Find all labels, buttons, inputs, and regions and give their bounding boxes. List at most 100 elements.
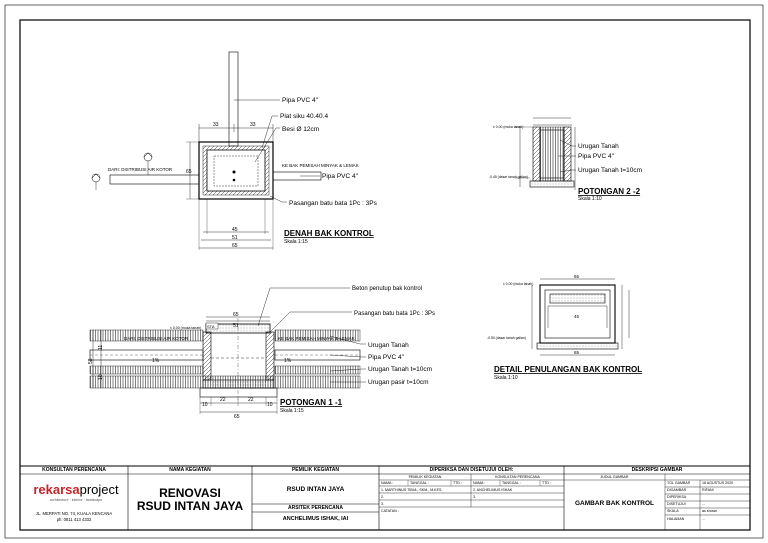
checker-row-2-left: 2. (381, 495, 384, 499)
section1-label-slope-left: 1% (152, 358, 160, 364)
plan-view (91, 51, 322, 250)
meta-key-1: DIGAMBAR (667, 488, 687, 492)
header-owner: PEMILIK KEGIATAN (291, 467, 340, 473)
sheet-inner-border (19, 19, 751, 531)
section2-label-top-elev: ± 0.00 (muka tanah) (493, 125, 523, 129)
section1-label-slope-right: 1% (284, 358, 292, 364)
section1-dim-65-bottom: 65 (234, 414, 240, 420)
logo-rest: project (79, 482, 119, 497)
plan-box-inner (206, 149, 266, 192)
check-owner: PEMILIK KEGIATAN (408, 475, 442, 479)
section2-label-fill: Urugan Tanah t=10cm (578, 167, 642, 174)
header-description: DESKRIPSI GAMBAR (631, 467, 683, 473)
meta-key-5: HALAMAN (667, 517, 685, 521)
header-activity: NAMA KEGIATAN (169, 467, 211, 473)
detail-dim-bottom: 65 (574, 350, 580, 355)
meta-key-3: DISETUJUI (667, 502, 686, 506)
section1-label-elev: ± 0.00 (muka tanah) (170, 326, 201, 330)
section2-label-bottom-elev: -0.45 (dasar tanah galian) (489, 175, 528, 179)
detail-label-bottom-elev: -0.50 (dasar tanah galian) (487, 336, 526, 340)
meta-val-3: ... (702, 502, 705, 506)
meta-val-0: 18 AGUSTUS 2020 (702, 481, 734, 485)
check-ttd-2: TTD : (542, 481, 551, 485)
section2-title: POTONGAN 2 -2 (578, 187, 641, 196)
plan-title: DENAH BAK KONTROL (284, 229, 374, 238)
plan-dim-65: 65 (232, 243, 238, 249)
catatan-label: CATATAN : (381, 509, 399, 513)
meta-val-1: RIFANI (702, 488, 714, 492)
section1-dim-22b: 22 (248, 397, 254, 403)
section2-scale: Skala 1:10 (578, 196, 602, 202)
meta-val-4: as shown (702, 509, 718, 513)
section1-label-fill: Urugan Tanah t=10cm (368, 366, 432, 373)
check-nama-2: NAMA : (473, 481, 486, 485)
section1-label-sta: STA (207, 324, 215, 329)
logo-tagline: architecture · interior · landscape (49, 498, 103, 502)
section1-dim-65-top: 65 (233, 312, 239, 318)
logo-bold: rekarsa (33, 482, 80, 497)
check-nama-1: NAMA : (381, 481, 394, 485)
plan-label-from: DARI: DISTRIBUSI AIR KOTOR (108, 167, 173, 172)
section1-dim-v2: 11 (98, 345, 104, 350)
section1-dim-v1: 58 (88, 358, 94, 364)
checker-name-1: 1. MARTHINUS TIBUL, SKM., M.KES. (381, 488, 443, 492)
checker-row-3-right: 3. (473, 495, 476, 499)
plan-label-plate: Plat siku 40.40.4 (280, 113, 328, 120)
meta-key-4: SKALA (667, 509, 679, 513)
plan-scale: Skala 1:15 (284, 239, 308, 245)
section1-label-plaster: Urugan Tanah (368, 342, 409, 349)
section1-label-left-dir: DARI: DISTRIBUSI AIR KOTOR (124, 336, 189, 341)
detail-dim-top: 65 (574, 274, 580, 279)
section1-dim-22a: 22 (220, 397, 226, 403)
plan-dim-45: 45 (232, 227, 238, 233)
plan-label-masonry: Pasangan batu bata 1Pc : 3Ps (289, 200, 378, 207)
plan-label-rebar: Besi Ø 12cm (282, 126, 319, 133)
company-address: JL. MERPATI NO. 74, KUALA KENCANA (35, 511, 113, 516)
detail-label-top-elev: ± 0.00 (muka tanah) (503, 282, 533, 286)
plan-label-pipe-top: Pipa PVC 4" (282, 97, 319, 104)
section1-title: POTONGAN 1 -1 (280, 398, 343, 407)
checker-row-3-left: 3. (381, 502, 384, 506)
architect-label: ARSITEK PERENCANA (287, 505, 343, 511)
section-2-view (515, 117, 576, 190)
section-1-view (89, 287, 366, 414)
title-block-grid (20, 465, 750, 530)
section1-label-cover: Beton penutup bak kontrol (352, 286, 422, 292)
detail-scale: Skala 1:10 (494, 375, 518, 381)
section1-dim-10: 10 (202, 402, 208, 408)
drawing-title: GAMBAR BAK KONTROL (574, 500, 655, 507)
section1-label-masonry: Pasangan batu bata 1Pc : 3Ps (354, 311, 435, 317)
section2-label-soil: Urugan Tanah (578, 143, 619, 150)
meta-val-5: ... (702, 517, 705, 521)
activity-line-1: RENOVASI (159, 487, 221, 500)
meta-key-2: DIPERIKSA (667, 495, 687, 499)
section1-dim-51-top: 51 (233, 323, 239, 329)
section1-dim-10b: 10 (267, 402, 273, 408)
detail-title: DETAIL PENULANGAN BAK KONTROL (494, 365, 642, 374)
checker-name-2: 2. ANCHELIMUS ISHAK (473, 488, 513, 492)
check-ttd-1: TTD : (453, 481, 462, 485)
detail-dim-inner: 45 (574, 314, 580, 319)
architect-name: ANCHELIMUS ISHAK, IAI (282, 516, 349, 522)
header-consultant: KONSULTAN PERENCANA (42, 467, 106, 473)
plan-label-pipe-right: Pipa PVC 4" (322, 173, 359, 180)
plan-dim-33b: 33 (250, 122, 256, 128)
detail-view (531, 278, 630, 356)
header-checked: DIPERIKSA DAN DISETUJUI OLEH: (429, 467, 514, 473)
check-consultant: KONSULTAN PERENCANA (495, 475, 540, 479)
check-tanggal-2: TANGGAL : (502, 481, 521, 485)
plan-dim-33a: 33 (213, 122, 219, 128)
meta-key-0: TGL GAMBAR (667, 481, 691, 485)
judul-label: JUDUL GAMBAR (600, 475, 629, 479)
plan-dim-65v: 65 (186, 169, 192, 175)
company-phone: ph: 0811 413 4332 (56, 517, 92, 522)
section1-scale: Skala 1:15 (280, 408, 304, 414)
check-tanggal-1: TANGGAL : (410, 481, 429, 485)
section1-label-right-dir: KE BAK PEMISAH MINYAK & LEMAK (278, 336, 355, 341)
plan-label-to: KE BAK PEMISAH MINYAK & LEMAK (282, 163, 359, 168)
section1-label-pvc: Pipa PVC 4" (368, 354, 405, 361)
section1-label-sand: Urugan pasir t=10cm (368, 379, 429, 386)
company-logo: rekarsaproject (26, 482, 126, 497)
plan-dim-51: 51 (232, 235, 238, 241)
